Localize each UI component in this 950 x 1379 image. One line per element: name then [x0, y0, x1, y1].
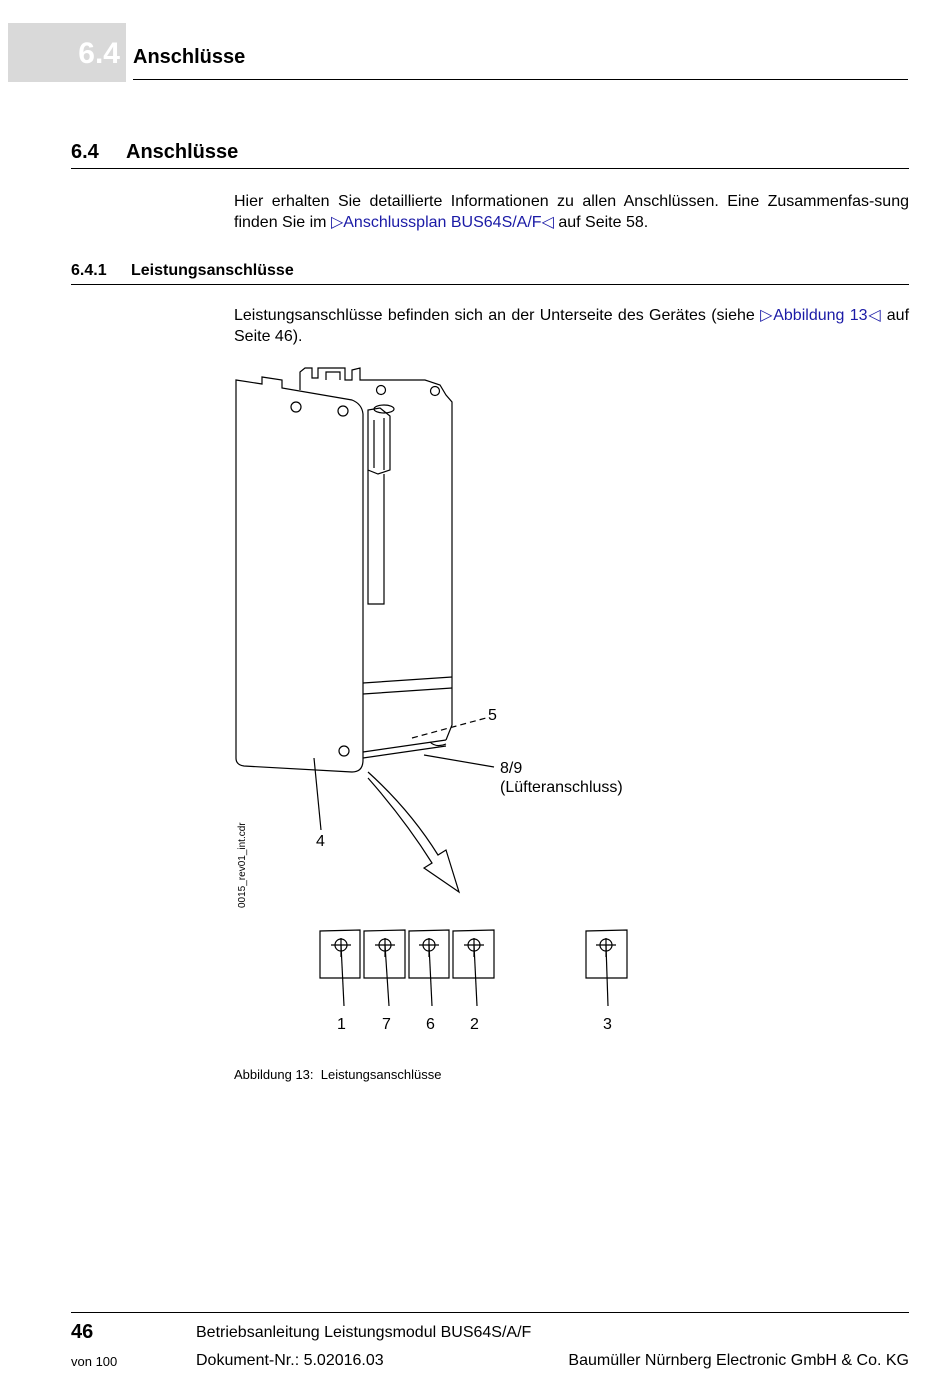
- page-count: von 100: [71, 1354, 118, 1369]
- callout-5: 5: [488, 707, 497, 724]
- sub-text-after: auf Seite 46).: [234, 307, 910, 345]
- callout-fan: (Lüfteranschluss): [500, 779, 623, 796]
- figure-caption: Abbildung 13: Leistungsanschlüsse: [234, 1067, 441, 1082]
- callout-4: 4: [316, 833, 325, 850]
- terminal-block: [585, 929, 628, 1007]
- terminal-block: [452, 929, 495, 1007]
- mounting-hole-icon: [338, 745, 350, 757]
- figure-link[interactable]: Abbildung 13: [773, 307, 868, 324]
- power-connections-paragraph: Leistungsanschlüsse befinden sich an der…: [234, 306, 909, 347]
- housing-tab: [325, 371, 341, 380]
- document-number: Dokument-Nr.: 5.02016.03: [196, 1352, 384, 1369]
- intro-text: Hier erhalten Sie detaillierte Informati…: [234, 193, 909, 231]
- terminal-block: [363, 929, 406, 1007]
- front-panel: [235, 376, 364, 773]
- header-section-title: Anschlüsse: [133, 46, 246, 68]
- anschlussplan-link[interactable]: Anschlussplan BUS64S/A/F: [343, 213, 542, 231]
- subsection-title: Leistungsanschlüsse: [131, 262, 294, 279]
- mounting-hole-icon: [375, 384, 387, 396]
- link-arrow-icon[interactable]: ▷: [760, 307, 774, 324]
- latch-clip: [367, 407, 391, 475]
- header-rule: [133, 79, 908, 80]
- terminal-block: [408, 929, 450, 1007]
- terminal-label: 6: [426, 1016, 435, 1033]
- terminal-label: 7: [382, 1016, 391, 1033]
- link-arrow-icon[interactable]: ▷: [330, 213, 344, 231]
- footer-rule: [71, 1312, 909, 1313]
- subsection-number: 6.4.1: [71, 262, 107, 279]
- leader-line-5: [411, 717, 487, 739]
- link-arrow-back-icon[interactable]: ◁: [541, 213, 554, 231]
- terminal-label: 3: [603, 1016, 612, 1033]
- caption-label: Abbildung 13:: [234, 1067, 314, 1082]
- terminal-label: 1: [337, 1016, 346, 1033]
- section-number: 6.4: [71, 141, 99, 163]
- latch-detail: [373, 418, 385, 470]
- terminal-label: 2: [470, 1016, 479, 1033]
- subsection-rule: [71, 284, 909, 285]
- leader-line-89: [423, 754, 495, 768]
- page-number: 46: [71, 1321, 94, 1343]
- sub-text: Leistungsanschlüsse befinden sich an der…: [234, 307, 761, 324]
- fan-plug: [429, 741, 447, 747]
- housing-back-outline: [299, 367, 453, 741]
- mounting-hole-icon: [429, 385, 441, 397]
- header-section-number: 6.4: [78, 37, 120, 70]
- mounting-hole-icon: [337, 405, 349, 417]
- intro-paragraph: Hier erhalten Sie detaillierte Informati…: [234, 192, 909, 233]
- mounting-hole-icon: [290, 401, 302, 413]
- bottom-edge: [362, 739, 447, 759]
- section-rule: [71, 168, 909, 169]
- side-groove: [362, 676, 453, 695]
- callout-89: 8/9: [500, 760, 522, 777]
- header-number-box: [8, 23, 126, 82]
- section-title: Anschlüsse: [126, 141, 239, 163]
- intro-text-after: auf Seite 58.: [553, 213, 649, 231]
- side-recess: [367, 470, 385, 605]
- link-arrow-back-icon[interactable]: ◁: [867, 307, 882, 324]
- company-name: Baumüller Nürnberg Electronic GmbH & Co.…: [568, 1352, 909, 1369]
- document-title: Betriebsanleitung Leistungsmodul BUS64S/…: [196, 1324, 532, 1341]
- leader-line-4: [313, 757, 322, 831]
- caption-text: Leistungsanschlüsse: [320, 1067, 442, 1082]
- figure-file-label: 0015_rev01_int.cdr: [237, 822, 248, 908]
- terminal-block: [319, 929, 361, 1007]
- view-arrow-icon: [367, 771, 461, 894]
